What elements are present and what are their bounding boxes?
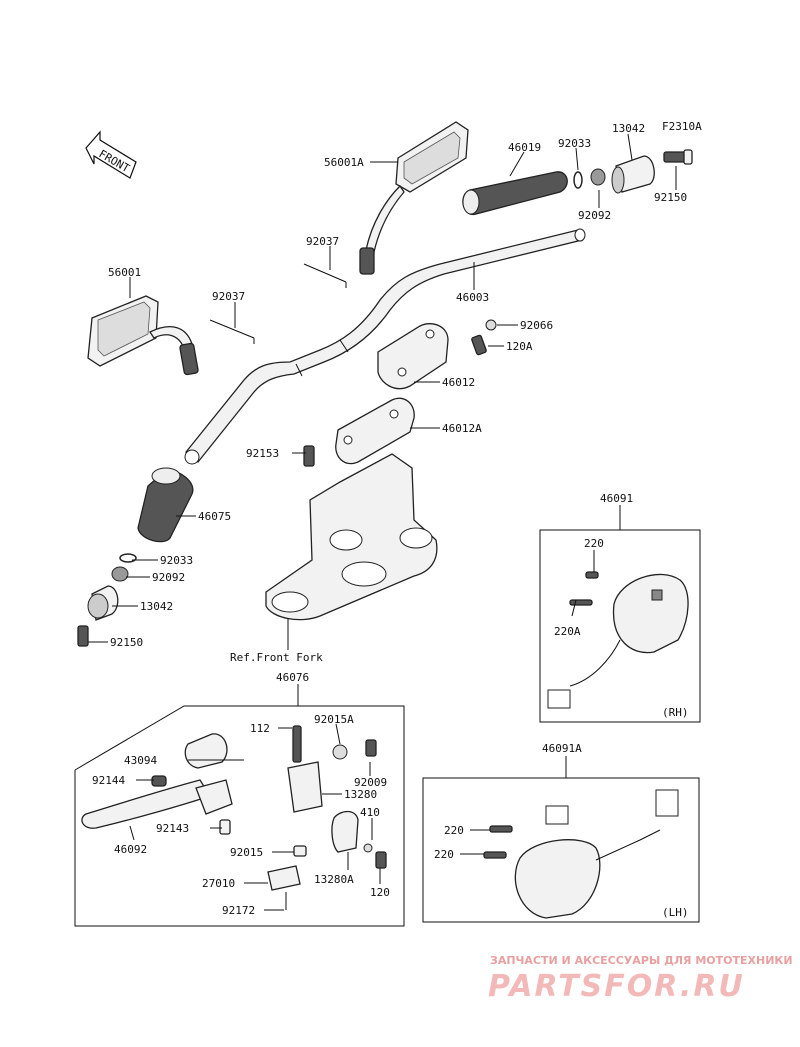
label-46003: 46003 (456, 291, 489, 304)
label-56001A: 56001A (324, 156, 364, 169)
lever-assembly (81, 725, 387, 910)
label-92092-left: 92092 (152, 571, 185, 584)
watermark-brand: PARTSFOR.RU (488, 969, 745, 1004)
label-92150-top: 92150 (654, 191, 687, 204)
label-rh: (RH) (662, 706, 689, 719)
bolt-92150-left (77, 625, 89, 647)
lever-assembly-box (74, 705, 405, 927)
bolt-120A (471, 334, 487, 356)
diagram-code: F2310A (662, 120, 702, 133)
leader-lines (88, 133, 677, 911)
handlebar (184, 228, 586, 465)
label-92144: 92144 (92, 774, 125, 787)
label-46076: 46076 (276, 671, 309, 684)
clamp-92037-top (303, 263, 347, 288)
label-46091: 46091 (600, 492, 633, 505)
ring-92033-left (119, 553, 137, 563)
grip-right (462, 171, 568, 215)
label-13280: 13280 (344, 788, 377, 801)
label-92037-top: 92037 (306, 235, 339, 248)
label-92066: 92066 (520, 319, 553, 332)
holder-46012 (377, 323, 449, 390)
label-220A: 220A (554, 625, 581, 638)
collar-92092-top (590, 168, 606, 186)
collar-92092-left (111, 566, 129, 582)
label-220-lh-2: 220 (434, 848, 454, 861)
label-46019: 46019 (508, 141, 541, 154)
switch-rh (547, 571, 689, 709)
label-92033-left: 92033 (160, 554, 193, 567)
label-92092-top: 92092 (578, 209, 611, 222)
mirror-left (87, 295, 199, 376)
label-410: 410 (360, 806, 380, 819)
ref-front-fork-note: Ref.Front Fork (230, 651, 323, 664)
label-46075: 46075 (198, 510, 231, 523)
holder-46012A (335, 397, 415, 465)
label-13042-top: 13042 (612, 122, 645, 135)
weight-13042-left (87, 585, 119, 621)
washer-92066 (485, 319, 497, 331)
label-46091A: 46091A (542, 742, 582, 755)
part-labels: 56001A 46019 92033 13042 92092 92150 920… (92, 122, 689, 919)
label-92172: 92172 (222, 904, 255, 917)
label-92015A: 92015A (314, 713, 354, 726)
lh-switch-box (422, 777, 700, 923)
label-220-lh-1: 220 (444, 824, 464, 837)
label-92150-left: 92150 (110, 636, 143, 649)
watermark-caption: ЗАПЧАСТИ И АКСЕССУАРЫ ДЛЯ МОТОТЕХНИКИ (490, 954, 793, 967)
label-112: 112 (250, 722, 270, 735)
label-92033-top: 92033 (558, 137, 591, 150)
label-13280A: 13280A (314, 873, 354, 886)
label-46012A: 46012A (442, 422, 482, 435)
label-46092: 46092 (114, 843, 147, 856)
label-120A: 120A (506, 340, 533, 353)
triple-clamp (265, 453, 438, 621)
label-92015: 92015 (230, 846, 263, 859)
label-92153: 92153 (246, 447, 279, 460)
bolt-92150-top (663, 149, 693, 165)
grip-left (137, 467, 194, 543)
bolt-92153 (303, 445, 315, 467)
clamp-92037-left (209, 319, 255, 344)
label-27010: 27010 (202, 877, 235, 890)
watermark: ЗАПЧАСТИ И АКСЕССУАРЫ ДЛЯ МОТОТЕХНИКИ PA… (488, 954, 793, 1004)
label-92037-left: 92037 (212, 290, 245, 303)
mirror-right (359, 121, 469, 275)
label-220-rh: 220 (584, 537, 604, 550)
front-arrow: FRONT (85, 130, 137, 179)
ring-92033-top (573, 171, 583, 189)
label-92143: 92143 (156, 822, 189, 835)
label-43094: 43094 (124, 754, 157, 767)
switch-lh (483, 789, 679, 919)
weight-13042-top (611, 155, 655, 194)
label-lh: (LH) (662, 906, 689, 919)
label-46012: 46012 (442, 376, 475, 389)
label-120: 120 (370, 886, 390, 899)
label-92009: 92009 (354, 776, 387, 789)
label-13042-left: 13042 (140, 600, 173, 613)
label-56001: 56001 (108, 266, 141, 279)
